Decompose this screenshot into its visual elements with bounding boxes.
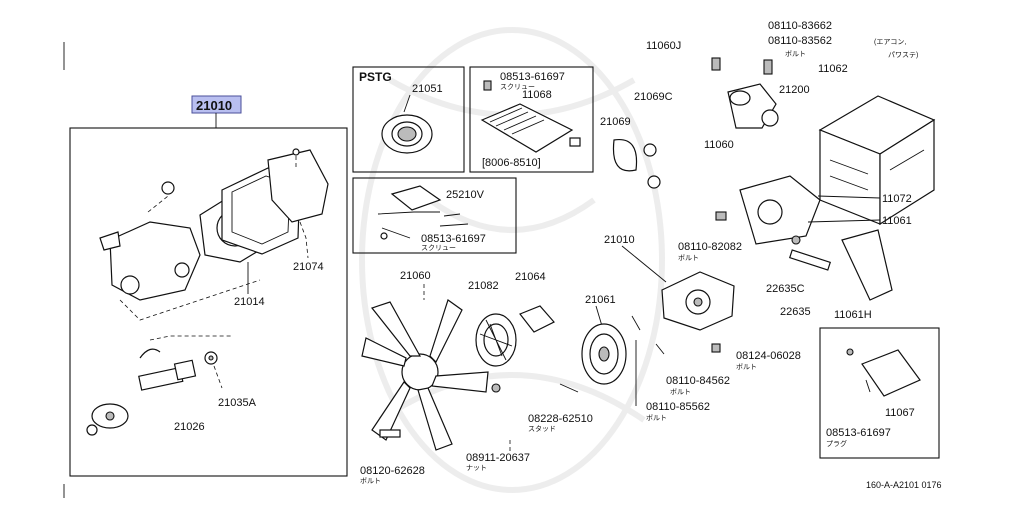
label-11061[interactable]: 11061 xyxy=(882,215,912,227)
fan-assembly: 21060 21082 21064 08911-20637 ナット 08120-… xyxy=(360,270,627,485)
label-21060[interactable]: 21060 xyxy=(400,270,431,282)
label-21035A[interactable]: 21035A xyxy=(218,397,257,409)
label-21010-b[interactable]: 21010 xyxy=(604,234,635,246)
label-08513-61697-b[interactable]: 08513-61697 xyxy=(421,233,486,245)
label-21074[interactable]: 21074 xyxy=(293,261,324,273)
hose-clamps-drawing xyxy=(612,138,661,189)
pstg-box: PSTG 21051 xyxy=(352,66,465,173)
water-inlet-drawing xyxy=(739,175,821,245)
label-bolt3: ボルト xyxy=(736,363,757,371)
plug-box: 11067 08513-61697 プラグ xyxy=(819,327,940,459)
bolt-pump xyxy=(631,315,641,331)
label-bolt2: ボルト xyxy=(678,254,699,262)
label-08110-83562[interactable]: 08110-83562 xyxy=(768,35,832,47)
label-21069C[interactable]: 21069C xyxy=(634,91,673,103)
label-21014[interactable]: 21014 xyxy=(234,296,265,308)
fan-blades-drawing xyxy=(361,299,489,451)
group-frame xyxy=(69,127,348,477)
sensor-box: 25210V 08513-61697 スクリュー xyxy=(352,177,517,254)
label-11068[interactable]: 11068 xyxy=(522,89,552,101)
bolt-drawing xyxy=(379,429,401,438)
cover-plate-drawing xyxy=(267,148,329,259)
label-21082[interactable]: 21082 xyxy=(468,280,499,292)
label-range: [8006-8510] xyxy=(482,157,541,169)
main-part-highlight[interactable] xyxy=(191,95,242,114)
bolt-08110 xyxy=(763,59,773,75)
label-08513-61697-c[interactable]: 08513-61697 xyxy=(826,427,891,439)
label-08513-61697-a[interactable]: 08513-61697 xyxy=(500,71,565,83)
label-bolt1: ボルト xyxy=(785,50,806,58)
water-pump-drawing xyxy=(661,271,735,331)
label-08120-62628[interactable]: 08120-62628 xyxy=(360,465,425,477)
watermark-emblem xyxy=(359,27,665,493)
label-note-pwst: パワステ) xyxy=(888,51,918,59)
spacer-drawing xyxy=(519,305,555,333)
sensor-rod-drawing xyxy=(788,249,832,271)
label-25210V[interactable]: 25210V xyxy=(446,189,485,201)
engine-block-drawing xyxy=(818,95,936,226)
fan-clutch-drawing xyxy=(475,313,517,367)
label-08110-84562[interactable]: 08110-84562 xyxy=(666,375,730,387)
label-08124-06028[interactable]: 08124-06028 xyxy=(736,350,801,362)
label-08110-82082[interactable]: 08110-82082 xyxy=(678,241,742,253)
thermostat-assembly: 11060J 08110-83662 08110-83562 (エアコン, パワ… xyxy=(600,20,936,422)
pulley-drawing xyxy=(581,323,627,385)
water-pump-group: 21010 21074 21014 xyxy=(69,95,348,477)
label-screw-a: スクリュー xyxy=(500,83,535,91)
label-11072[interactable]: 11072 xyxy=(882,193,912,205)
label-21069[interactable]: 21069 xyxy=(600,116,631,128)
label-11060J[interactable]: 11060J xyxy=(646,40,681,52)
bolt-11060J xyxy=(711,57,721,71)
label-bolt6: ボルト xyxy=(360,477,381,485)
label-nut: ナット xyxy=(466,464,487,472)
label-stud: スタッド xyxy=(528,424,556,433)
module-box: 08513-61697 スクリュー 11068 [8006-8510] xyxy=(469,66,594,173)
label-11060[interactable]: 11060 xyxy=(704,139,734,151)
label-08110-83662[interactable]: 08110-83662 xyxy=(768,20,832,32)
label-08911-20637[interactable]: 08911-20637 xyxy=(466,452,530,464)
label-note-aircon: (エアコン, xyxy=(874,38,906,46)
label-22635[interactable]: 22635 xyxy=(780,306,811,318)
label-08110-85562[interactable]: 08110-85562 xyxy=(646,401,710,413)
pump-body-drawing xyxy=(99,181,261,321)
bolt-pump-2 xyxy=(655,343,665,355)
diagram-code: 160-A-A2101 0176 xyxy=(866,480,942,490)
label-bolt4: ボルト xyxy=(670,388,691,396)
bolt-82082 xyxy=(715,211,727,221)
pstg-title: PSTG xyxy=(359,70,392,84)
label-screw-b: スクリュー xyxy=(421,244,456,252)
label-08228-62510[interactable]: 08228-62510 xyxy=(528,413,593,425)
stud-drawing xyxy=(559,383,579,393)
label-bolt5: ボルト xyxy=(646,414,667,422)
label-22635C[interactable]: 22635C xyxy=(766,283,805,295)
timing-cover-drawing xyxy=(841,229,893,301)
label-21051[interactable]: 21051 xyxy=(412,83,443,95)
label-21064[interactable]: 21064 xyxy=(515,271,546,283)
label-21061[interactable]: 21061 xyxy=(585,294,616,306)
label-21026[interactable]: 21026 xyxy=(174,421,205,433)
label-11061H[interactable]: 11061H xyxy=(834,309,872,321)
thermostat-drawing xyxy=(761,109,779,127)
label-11062[interactable]: 11062 xyxy=(818,63,848,75)
label-plug: プラグ xyxy=(826,439,847,448)
bolt-06028 xyxy=(711,343,721,353)
label-11067[interactable]: 11067 xyxy=(885,407,915,419)
label-21200[interactable]: 21200 xyxy=(779,84,810,96)
shaft-bearing-drawing xyxy=(86,335,232,436)
main-part-number[interactable]: 21010 xyxy=(196,98,232,113)
